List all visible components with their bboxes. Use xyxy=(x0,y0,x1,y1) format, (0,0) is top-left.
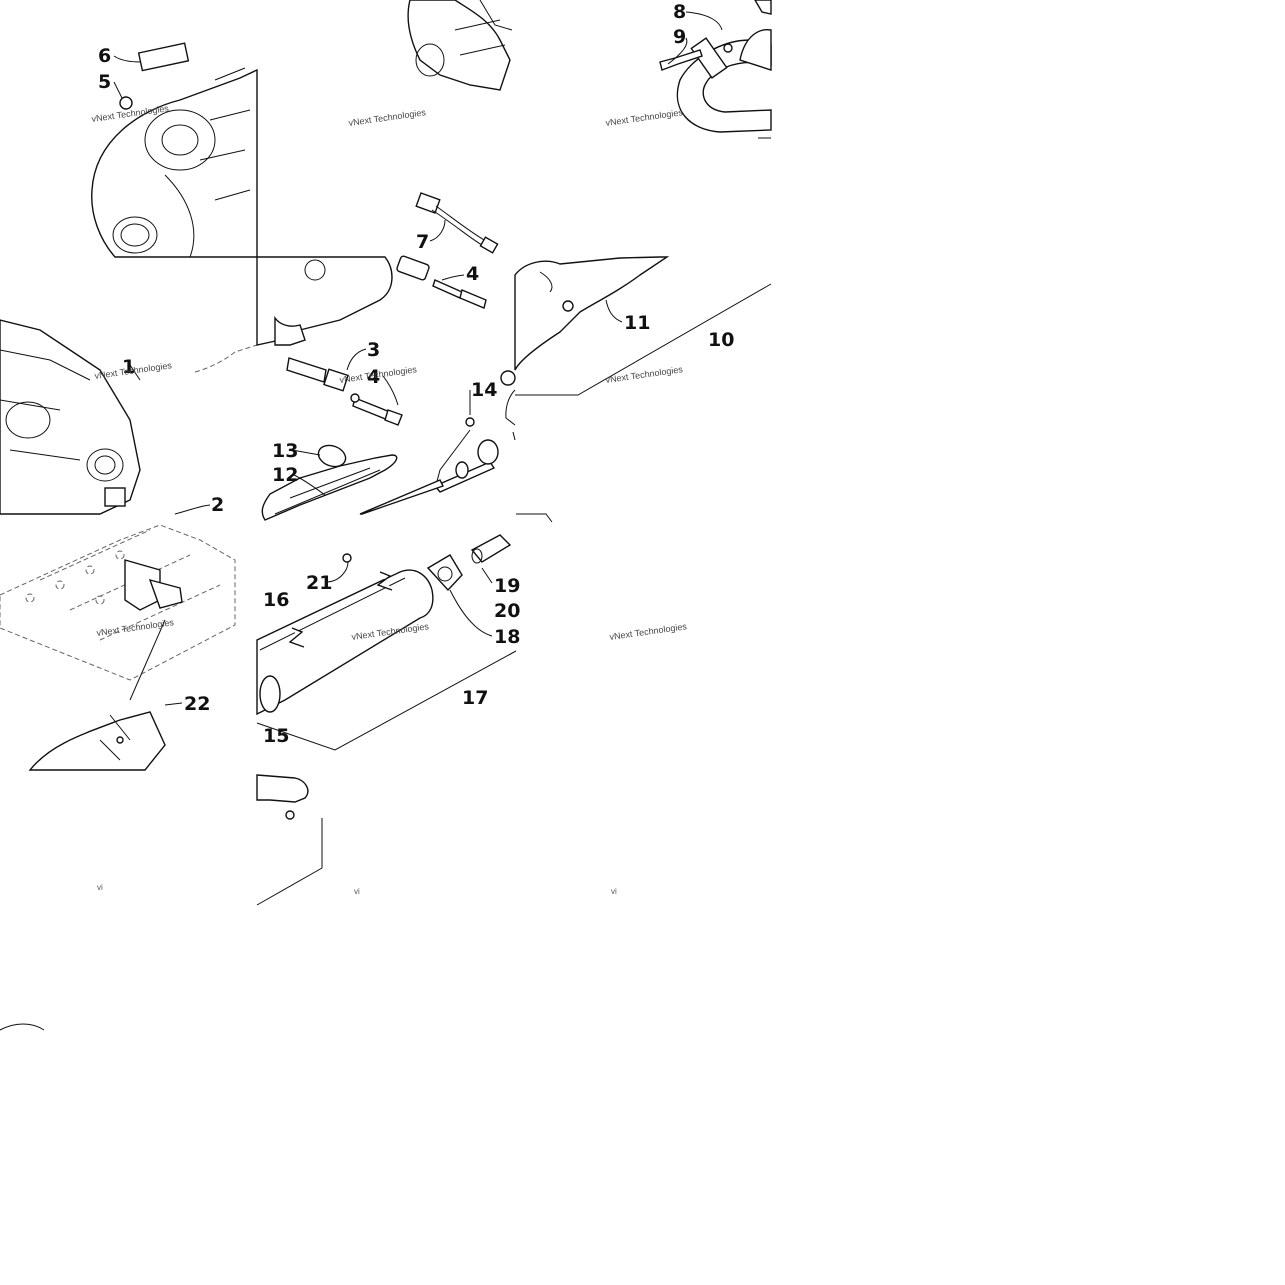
watermark-fragment-2: vi xyxy=(354,887,360,896)
callout-21: 21 xyxy=(306,572,332,594)
callout-5: 5 xyxy=(98,71,111,93)
callout-14: 14 xyxy=(471,379,497,401)
callout-3: 3 xyxy=(367,339,380,361)
gasket-18 xyxy=(426,554,463,592)
engine-top-drawing xyxy=(91,42,258,258)
callout-20: 20 xyxy=(494,600,520,622)
callout-4-bolt: 4 xyxy=(367,366,380,388)
muffler-body xyxy=(256,553,517,751)
callout-1: 1 xyxy=(122,356,135,378)
stud-and-nuts xyxy=(286,255,487,426)
header-pipe-drawing xyxy=(659,0,772,139)
watermark-r2c2: vNext Technologies xyxy=(609,621,688,642)
driveshaft-coupler-drawing xyxy=(407,0,513,91)
outlet-pipe-19 xyxy=(470,534,512,564)
engine-lower-drawing xyxy=(0,319,258,515)
front-exhaust-pipe xyxy=(477,256,772,465)
callout-labels: 1 2 3 4 4 5 6 7 8 9 10 11 12 13 14 15 16… xyxy=(98,1,734,747)
callout-10: 10 xyxy=(708,329,734,351)
callout-9: 9 xyxy=(673,26,686,48)
callout-17: 17 xyxy=(462,687,488,709)
bracket-corner xyxy=(516,513,553,523)
callout-19: 19 xyxy=(494,575,520,597)
callout-7: 7 xyxy=(416,231,429,253)
exhaust-sensor-wire xyxy=(415,192,499,254)
watermark-fragment-1: vi xyxy=(97,883,103,892)
callout-8: 8 xyxy=(673,1,686,23)
tailpipe-hanger xyxy=(359,417,496,515)
callout-13: 13 xyxy=(272,440,298,462)
watermark-fragment-3: vi xyxy=(611,887,617,896)
muffler-heat-shield-22 xyxy=(28,711,166,771)
leader-lines xyxy=(113,11,723,706)
callout-4-stud: 4 xyxy=(466,263,479,285)
watermark-r0c2: vNext Technologies xyxy=(605,107,684,128)
watermark-r1c2: vNext Technologies xyxy=(605,364,684,385)
watermark-r0c1: vNext Technologies xyxy=(348,107,427,128)
callout-22: 22 xyxy=(184,693,210,715)
clamp-and-heat-shield xyxy=(261,444,398,521)
engine-middle-drawing xyxy=(256,256,393,346)
callout-6: 6 xyxy=(98,45,111,67)
frame-skid-dashed xyxy=(0,524,236,701)
tailpipe-bottom xyxy=(256,774,323,906)
callout-2: 2 xyxy=(211,494,224,516)
callout-11: 11 xyxy=(624,312,650,334)
callout-18: 18 xyxy=(494,626,520,648)
callout-12: 12 xyxy=(272,464,298,486)
watermark-r2c0: vNext Technologies xyxy=(96,617,175,638)
callout-16: 16 xyxy=(263,589,289,611)
callout-15: 15 xyxy=(263,725,289,747)
partial-arc xyxy=(0,1023,45,1031)
